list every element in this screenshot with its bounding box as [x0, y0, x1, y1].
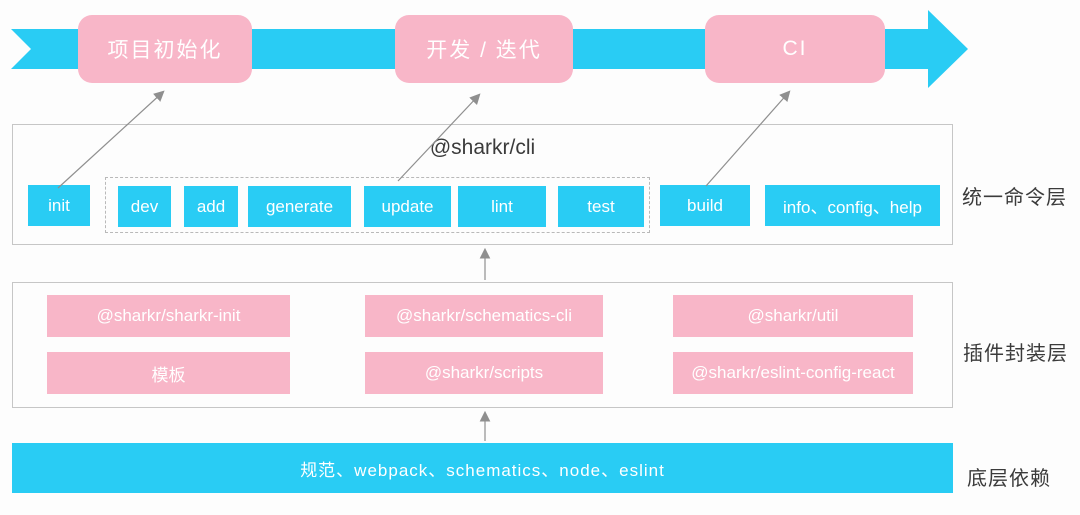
plugin-schematics-cli: @sharkr/schematics-cli [365, 295, 603, 337]
command-dev: dev [118, 186, 171, 227]
layer-label-dependency: 底层依赖 [967, 468, 1051, 490]
layer-label-plugin: 插件封装层 [963, 343, 1068, 365]
stage-dev-iterate: 开发 / 迭代 [395, 15, 573, 83]
command-add: add [184, 186, 238, 227]
dependency-bar: 规范、webpack、schematics、node、eslint [12, 443, 953, 493]
plugin-eslint-config-react: @sharkr/eslint-config-react [673, 352, 913, 394]
layer-label-command: 统一命令层 [962, 187, 1067, 209]
plugin-sharkr-init: @sharkr/sharkr-init [47, 295, 290, 337]
dashed-command-group: dev add generate update lint test [105, 177, 650, 233]
command-update: update [364, 186, 451, 227]
command-layer-box [12, 124, 953, 245]
command-init: init [28, 185, 90, 226]
command-test: test [558, 186, 644, 227]
command-generate: generate [248, 186, 351, 227]
stage-ci: CI [705, 15, 885, 83]
command-lint: lint [458, 186, 546, 227]
plugin-template: 模板 [47, 352, 290, 394]
stage-project-init: 项目初始化 [78, 15, 252, 83]
plugin-layer-box [12, 282, 953, 408]
command-build: build [660, 185, 750, 226]
plugin-util: @sharkr/util [673, 295, 913, 337]
cli-title: @sharkr/cli [429, 136, 536, 159]
command-info-config-help: info、config、help [765, 185, 940, 226]
plugin-scripts: @sharkr/scripts [365, 352, 603, 394]
